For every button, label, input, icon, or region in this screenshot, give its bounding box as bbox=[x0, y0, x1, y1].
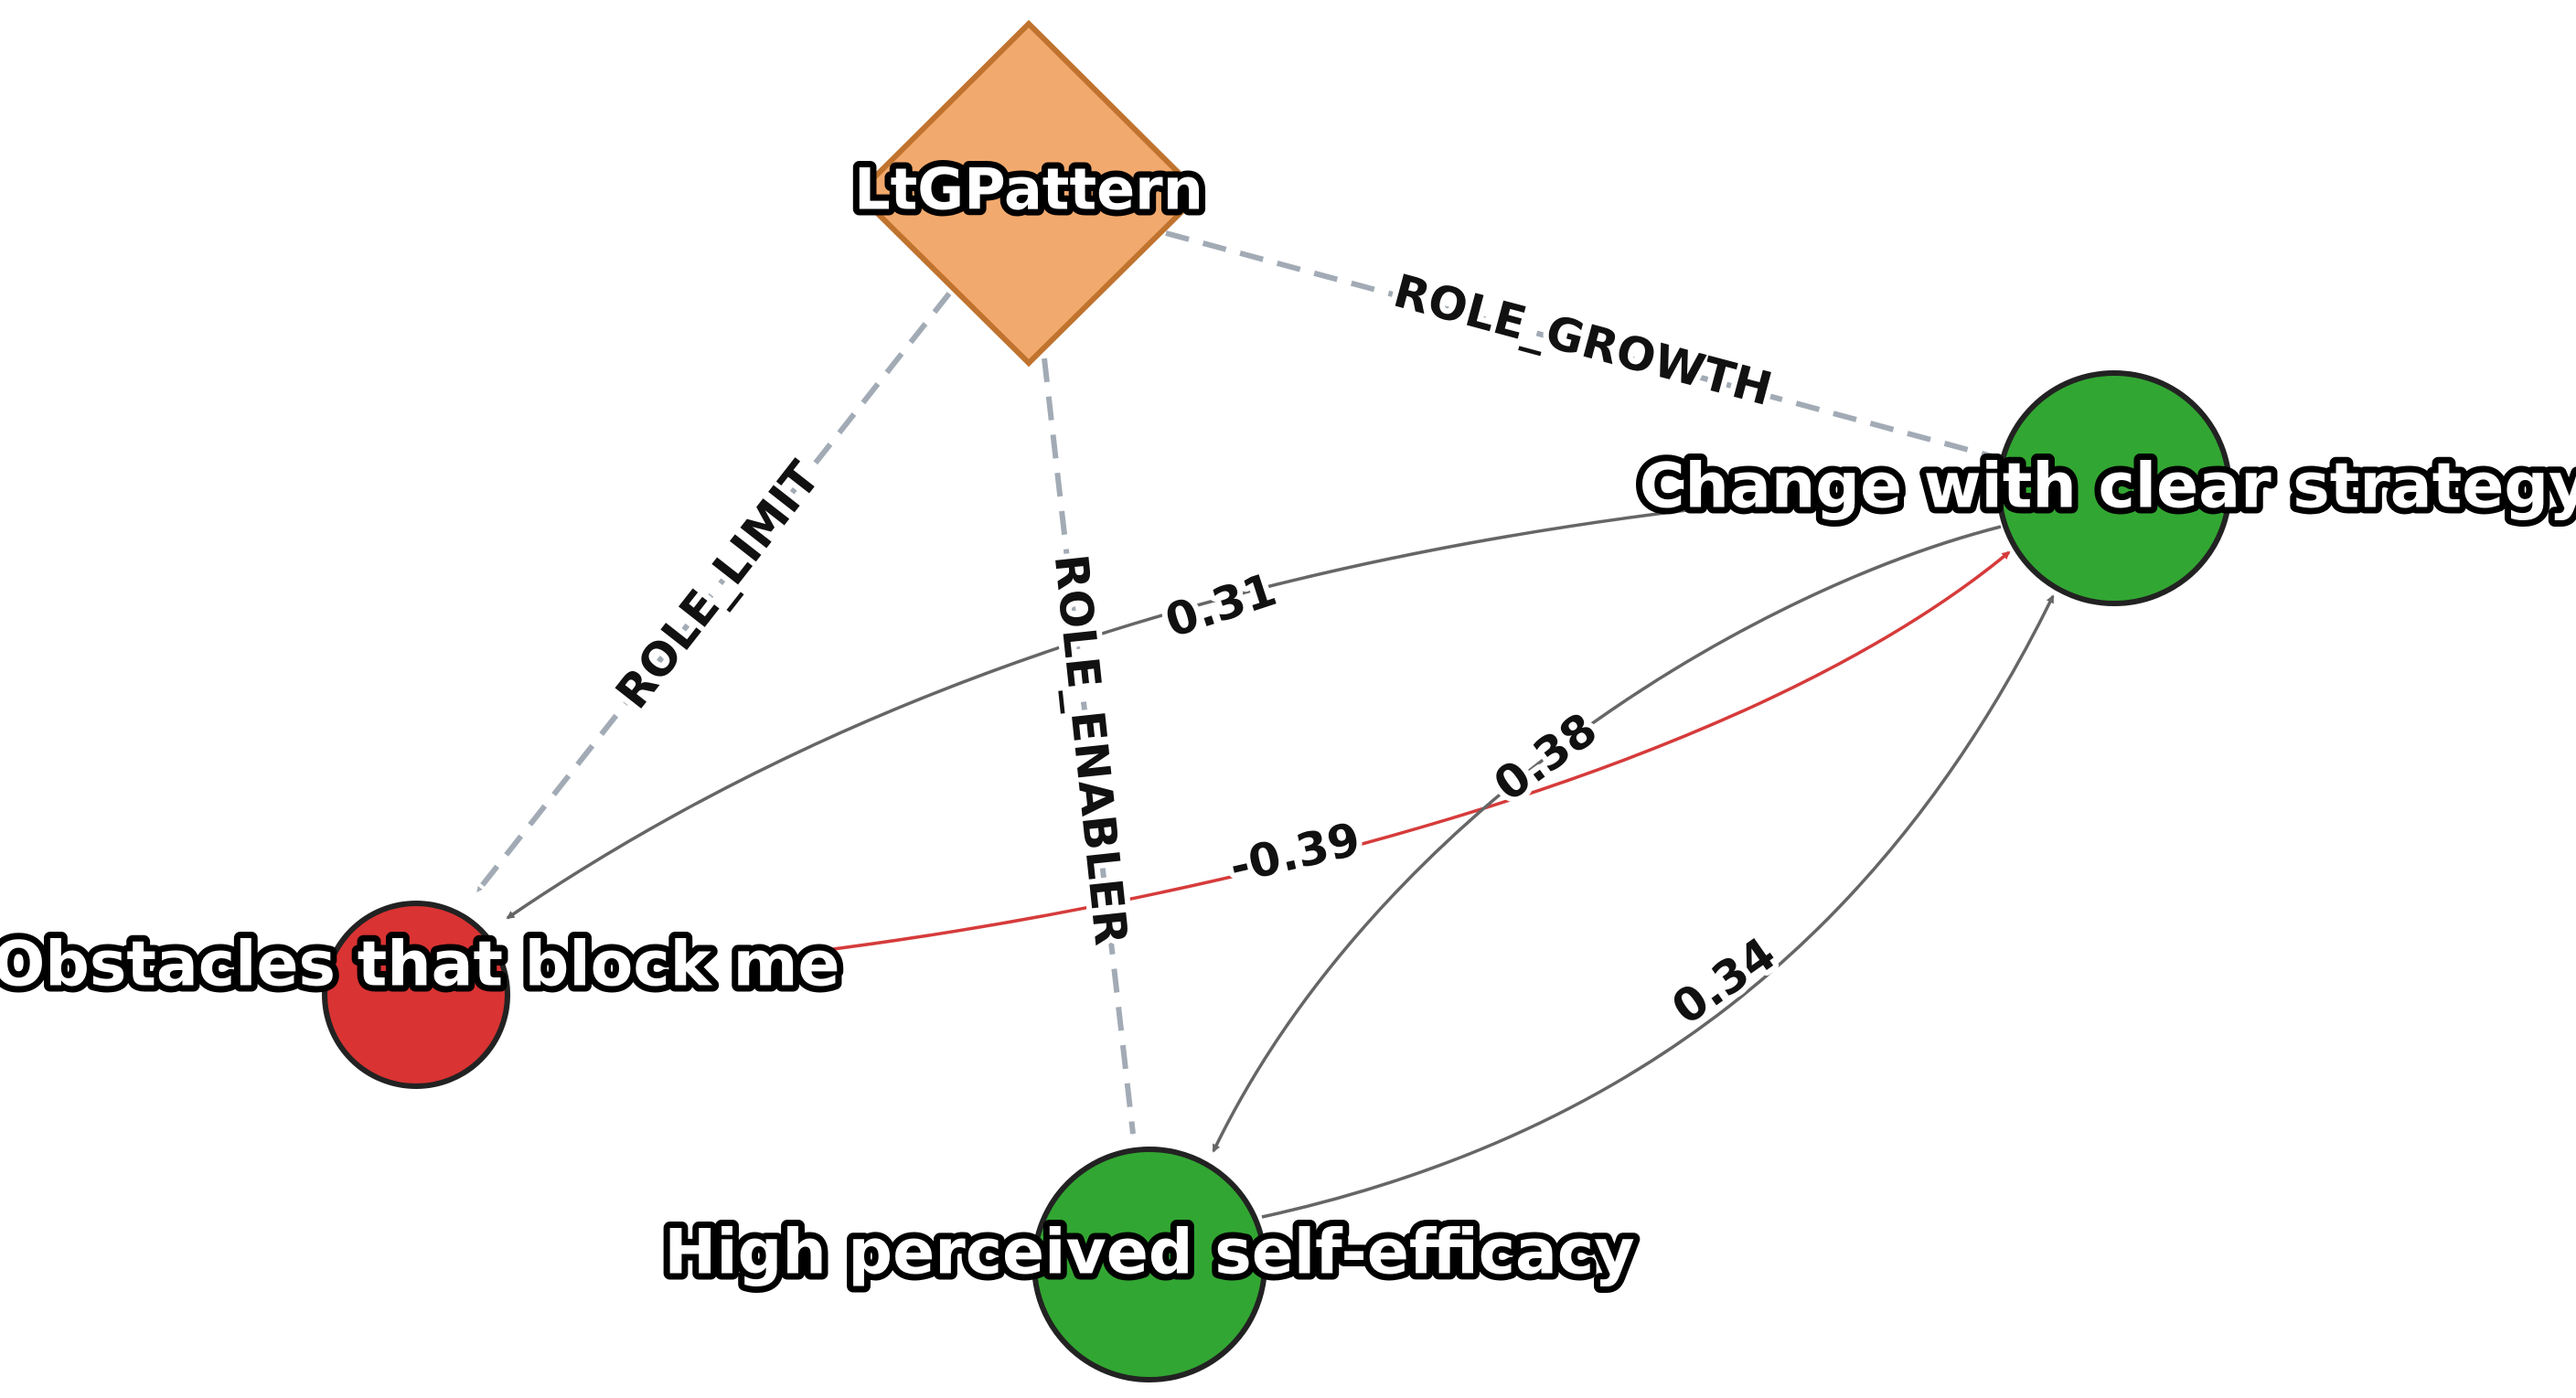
efficacy-node-circle[interactable] bbox=[1031, 1147, 1267, 1382]
pattern-node-label: LtGPattern bbox=[854, 156, 1203, 223]
edge-labels-layer: ROLE_GROWTH ROLE_LIMIT ROLE_ENABLER 0.31… bbox=[600, 259, 1790, 1040]
obstacles-node-circle[interactable] bbox=[322, 901, 510, 1089]
edge-label-strategy-obstacles: 0.31 bbox=[1159, 562, 1282, 647]
strategy-node-label: Change with clear strategy bbox=[1640, 451, 2576, 523]
edge-label-role-growth: ROLE_GROWTH bbox=[1388, 264, 1778, 416]
edge-strategy-to-obstacles bbox=[506, 507, 1694, 920]
obstacles-node-label: Obstacles that block me bbox=[0, 929, 840, 1001]
edge-label-efficacy-strategy: 0.34 bbox=[1662, 927, 1785, 1035]
strategy-node-circle[interactable] bbox=[1996, 370, 2232, 606]
edge-role-enabler bbox=[1042, 358, 1136, 1136]
efficacy-node-label: High perceived self-efficacy bbox=[664, 1217, 1634, 1289]
edge-role-growth bbox=[1165, 230, 2001, 461]
edges-layer bbox=[475, 230, 2055, 1219]
nodes-layer bbox=[322, 19, 2232, 1382]
edge-obstacles-to-strategy bbox=[804, 550, 2011, 955]
pattern-node-diamond[interactable] bbox=[853, 19, 1204, 368]
edge-strategy-to-efficacy bbox=[1212, 525, 2002, 1153]
edge-label-strategy-efficacy: 0.38 bbox=[1484, 702, 1607, 811]
edge-label-role-limit: ROLE_LIMIT bbox=[605, 452, 830, 719]
node-labels-layer: LtGPattern Change with clear strategy Ob… bbox=[0, 150, 2576, 1296]
edge-role-limit bbox=[475, 292, 952, 893]
edge-label-obstacles-strategy: -0.39 bbox=[1224, 813, 1364, 894]
edge-efficacy-to-strategy bbox=[1261, 594, 2055, 1219]
edge-label-role-enabler: ROLE_ENABLER bbox=[1044, 551, 1138, 947]
